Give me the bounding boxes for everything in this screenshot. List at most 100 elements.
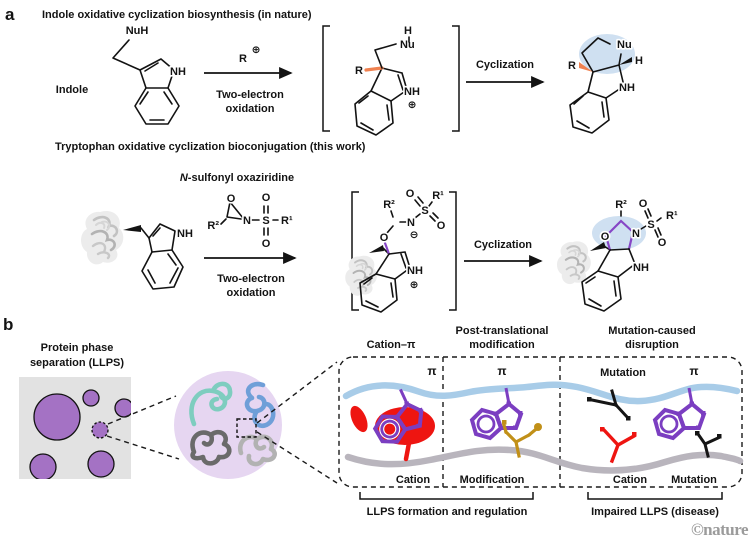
droplet-small bbox=[29, 453, 57, 479]
cation-blob-small bbox=[350, 405, 368, 433]
protein-blob bbox=[555, 240, 592, 286]
protein-chain-blue bbox=[244, 381, 276, 429]
nu-label: Nu bbox=[400, 39, 415, 51]
h-label: H bbox=[404, 25, 412, 37]
zoom-box bbox=[236, 418, 257, 438]
droplet-zoom-source bbox=[91, 421, 109, 439]
panel-b: b Protein phase separation (LLPS) bbox=[3, 315, 749, 539]
o-label: O bbox=[437, 220, 446, 232]
bracket-right bbox=[587, 492, 723, 500]
r2-label: R² bbox=[383, 199, 395, 211]
o-label: O bbox=[601, 231, 610, 243]
plus-charge: ⊕ bbox=[410, 279, 419, 291]
cyclization-arrow-1: Cyclization bbox=[466, 59, 545, 88]
cyclization-label: Cyclization bbox=[474, 239, 532, 251]
droplet-small bbox=[82, 389, 100, 407]
protein-chain-teal bbox=[189, 381, 233, 427]
header-mutation-line2: disruption bbox=[625, 339, 679, 351]
nuh-label: NuH bbox=[126, 25, 149, 37]
indole-name: Indole bbox=[56, 84, 88, 96]
row1-title: Indole oxidative cyclization biosynthesi… bbox=[42, 9, 312, 21]
reagent-name: N-sulfonyl oxaziridine bbox=[180, 172, 294, 184]
o-label: O bbox=[639, 198, 648, 210]
h-label: H bbox=[635, 55, 643, 67]
cation-label-1: Cation bbox=[396, 474, 431, 486]
ring-highlight bbox=[592, 216, 646, 250]
header-cation-pi: Cation–π bbox=[367, 339, 416, 351]
protein-chain-darkgray bbox=[190, 429, 232, 466]
cyclization-label: Cyclization bbox=[476, 59, 534, 71]
oxidation-label: oxidation bbox=[227, 287, 276, 299]
plus-charge: ⊕ bbox=[408, 99, 417, 111]
n-label: N bbox=[407, 217, 415, 229]
plus-charge: ⊕ bbox=[252, 44, 261, 56]
nh-label: NH bbox=[170, 66, 186, 78]
llps-title-line2: separation (LLPS) bbox=[30, 357, 124, 369]
intermediate-2: R² O N ⊖ S O O R¹ NH ⊕ bbox=[344, 188, 457, 313]
two-electron-label: Two-electron bbox=[217, 273, 285, 285]
nh-label: NH bbox=[633, 262, 649, 274]
pi-indole-2 bbox=[472, 388, 523, 438]
r2-label: R² bbox=[615, 199, 627, 211]
minus-charge: ⊖ bbox=[410, 229, 419, 241]
condensate-zoom-circle bbox=[174, 361, 338, 484]
header-ptm-line2: modification bbox=[469, 339, 535, 351]
r-cation: R bbox=[239, 53, 247, 65]
h-wedge bbox=[619, 57, 632, 65]
o-label: O bbox=[262, 192, 271, 204]
oxaziridine-reagent: R² O N S O O R¹ bbox=[207, 191, 293, 250]
nh-label: NH bbox=[619, 82, 635, 94]
chain-wedge bbox=[590, 242, 606, 251]
interaction-panel: π π π Mutation Cation Modification Catio… bbox=[338, 356, 744, 488]
nu-label: Nu bbox=[617, 39, 632, 51]
mutation-label-bottom: Mutation bbox=[671, 474, 717, 486]
cation-label-2: Cation bbox=[613, 474, 648, 486]
llps-title-line1: Protein phase bbox=[41, 342, 114, 354]
r2-label: R² bbox=[207, 220, 219, 232]
s-label: S bbox=[421, 205, 428, 217]
caption-impaired-llps: Impaired LLPS (disease) bbox=[591, 506, 719, 518]
cyclization-arrow-2: Cyclization bbox=[464, 239, 543, 267]
mutation-label-top: Mutation bbox=[600, 367, 646, 379]
nh-label: NH bbox=[404, 86, 420, 98]
chain-wedge bbox=[123, 225, 141, 232]
s-label: S bbox=[647, 219, 654, 231]
nh-label: NH bbox=[177, 228, 193, 240]
oxidation-arrow-2: Two-electron oxidation bbox=[204, 252, 297, 299]
oxidation-label: oxidation bbox=[226, 103, 275, 115]
panel-b-label: b bbox=[3, 315, 13, 334]
o-label: O bbox=[262, 238, 271, 250]
oxidation-arrow-1: R ⊕ Two-electron oxidation bbox=[204, 44, 293, 115]
panel-a-label: a bbox=[5, 5, 15, 24]
row2-title: Tryptophan oxidative cyclization bioconj… bbox=[55, 141, 366, 153]
bracket-left bbox=[359, 492, 534, 500]
protein-backbone-bottom bbox=[344, 446, 744, 474]
r-wedge bbox=[579, 62, 593, 72]
nh-label: NH bbox=[407, 265, 423, 277]
llps-droplet-panel bbox=[19, 377, 180, 479]
indole-structure: NH NuH Indole bbox=[56, 25, 188, 125]
n-label: N bbox=[632, 228, 640, 240]
panel-a: a Indole oxidative cyclization biosynthe… bbox=[5, 5, 678, 313]
protein-backbone-top bbox=[342, 381, 741, 405]
caption-llps-formation: LLPS formation and regulation bbox=[367, 506, 528, 518]
reagent-name-rest: -sulfonyl oxaziridine bbox=[188, 172, 294, 184]
mutation-group-bottom bbox=[695, 431, 722, 458]
product-2: R² O N S O O R¹ NH bbox=[555, 198, 678, 312]
reagent-name-italic: N bbox=[180, 172, 189, 184]
cation-stem bbox=[403, 440, 412, 462]
chain-wedge bbox=[369, 245, 384, 253]
condensate-circle bbox=[174, 371, 282, 479]
r-label: R bbox=[568, 60, 576, 72]
r1-label: R¹ bbox=[432, 190, 444, 202]
header-ptm-line1: Post-translational bbox=[456, 325, 549, 337]
header-mutation-line1: Mutation-caused bbox=[608, 325, 695, 337]
droplet-small bbox=[114, 398, 131, 418]
s-label: S bbox=[262, 215, 269, 227]
product-1: Nu H R NH bbox=[568, 34, 643, 134]
r1-label: R¹ bbox=[281, 215, 293, 227]
o-label: O bbox=[227, 193, 236, 205]
r-label: R bbox=[355, 65, 363, 77]
o-label: O bbox=[380, 232, 389, 244]
